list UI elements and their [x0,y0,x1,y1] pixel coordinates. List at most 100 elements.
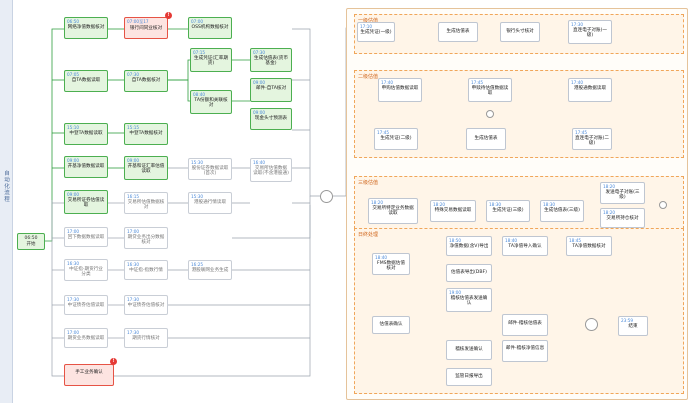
task-node[interactable]: 09:00 现金头寸预测表 [250,108,292,130]
task-time: 17:45 [575,130,588,135]
task-node[interactable]: 银行头寸核对 [500,22,540,42]
task-name: 交易所特定业务数据读取 [372,206,414,217]
task-time: 18:30 [543,202,556,207]
task-time: 18:30 [489,202,502,207]
task-time: 16:25 [191,262,204,267]
task-node[interactable]: 17:45 直连电子对账(二级) [572,128,612,150]
task-node[interactable]: 17:10 生成凭证(一级) [357,22,395,42]
end-node[interactable]: 23:59 结束 [618,316,648,336]
task-node[interactable]: 18:50 净值数据(含V)导出 [446,236,492,256]
task-time: 09:00 [253,110,266,115]
task-node[interactable]: 15:10 中登TA数据读取 [64,123,108,145]
task-node[interactable]: 17:40 港股通数据读取 [568,78,612,102]
task-name: 银行头寸核对 [506,29,534,34]
task-time: 07:30 [253,50,266,55]
task-node[interactable]: 09:00 开基净值数据读取 [64,156,108,178]
task-node[interactable]: 监管日报导出 [446,368,492,386]
task-name: 交易所证券估值读取 [67,198,105,209]
task-name: 生成凭证(一级) [360,30,392,35]
task-time: 17:40 [381,80,394,85]
task-name: 回下数据数据读取 [67,235,105,240]
task-node[interactable]: 09:00 邮件-自TA核对 [250,78,292,102]
task-node[interactable]: 生成估值表 [466,128,506,150]
task-node[interactable]: 16:15 交易所估值数据核对 [124,192,168,214]
task-node[interactable]: 18:40 FMS数据估值核对 [372,253,410,275]
task-time: 15:30 [191,160,204,165]
task-node[interactable]: 07:30 生成估值表(货币基金) [250,48,292,72]
task-node[interactable]: 15:15 中登TA数据核对 [124,123,168,145]
task-node[interactable]: 07:00 OSS机构数据核对 [188,17,232,39]
task-time: 09:00 [67,158,80,163]
task-node[interactable]: 06:50 网络净值数据核对 [64,17,108,39]
task-node[interactable]: 17:00 期货业务数据读取 [64,328,108,348]
task-node[interactable]: 17:00 期贷业务出分数据核对 [124,227,168,249]
task-node[interactable]: 17:30 中证债券估值读取 [64,295,108,315]
task-name: 发送电子对账(三级) [605,190,640,201]
merge-gateway [486,110,494,118]
task-name: 邮件-自TA核对 [255,86,287,91]
task-node[interactable]: 07:15 生成凭证(汇率期货) [190,48,232,72]
task-node[interactable]: 18:40 TA净值导入确认 [502,236,548,256]
task-time: 16:30 [67,261,80,266]
start-node[interactable]: 06:50 开始 [17,233,45,250]
task-time: 18:45 [569,238,582,243]
merge-gateway [585,318,598,331]
task-node[interactable]: 稽核发送确认 [446,340,492,360]
task-node[interactable]: 16:40 交易所估值数据读取(不含港股通) [250,158,292,182]
task-node[interactable]: 18:20 交易所持仓核对 [600,208,645,228]
task-node[interactable]: 08:40 TA份额和关联核对 [190,90,232,114]
task-node[interactable]: 07:00至17 银行间同业核对 [124,17,168,39]
task-name: 生成估值表 [446,29,470,34]
task-node[interactable]: 17:40 申购估值数据读取 [378,78,422,102]
task-node[interactable]: 16:30 中证指-期货行业分类 [64,259,108,281]
task-node[interactable]: 18:20 发送电子对账(三级) [600,182,645,204]
task-node[interactable]: 09:00 交易所证券估值读取 [64,190,108,214]
task-name: 中登TA数据读取 [69,131,103,136]
task-node[interactable]: 生成估值表 [438,22,478,42]
task-node[interactable]: 15:30 港股通行情读取 [188,192,232,214]
task-node[interactable]: 邮件-稽核净值信息 [502,340,548,362]
task-node[interactable]: 17:30 中证债券估值核对 [124,295,168,315]
task-time: 18:40 [505,238,518,243]
task-name: 稽核估值表发送确认 [450,296,488,307]
task-time: 18:50 [449,238,462,243]
task-time: 23:59 [621,318,634,323]
task-node[interactable]: 18:45 TA净值数据核对 [566,236,612,256]
task-name: TA净值导入确认 [508,244,542,249]
task-name: 中登TA数据核对 [129,131,163,136]
task-name: 直连电子对账(一级) [573,28,607,39]
task-node[interactable]: 17:45 生成凭证(二级) [374,128,418,150]
task-node[interactable]: 18:20 交易所特定业务数据读取 [368,198,418,224]
task-node[interactable]: 19:00 稽核估值表发送确认 [446,288,492,312]
task-node[interactable]: 17:00 回下数据数据读取 [64,227,108,247]
task-name: 生成估值表 [474,136,498,141]
task-name: 开基净值数据读取 [67,164,105,169]
task-name: 交易所持仓核对 [606,216,639,221]
task-time: 15:15 [127,125,140,130]
manual-confirm-node[interactable]: 手工业务确认 [64,364,114,386]
task-node[interactable]: 09:00 开基和证汇率估值读取 [124,156,168,180]
task-node[interactable]: 07:30 自TA数据核对 [124,70,168,92]
task-node[interactable]: 17:30 直连电子对账(一级) [568,20,612,44]
task-node[interactable]: 18:30 生成估值表(三级) [540,200,584,222]
task-time: 16:30 [127,262,140,267]
task-node[interactable]: 07:05 自TA数据读取 [64,70,108,92]
task-time: 17:30 [571,22,584,27]
task-node[interactable]: 16:25 港股联网业务生成 [188,260,232,280]
task-time: 07:00 [191,19,204,24]
task-node[interactable]: 18:30 生成凭证(三级) [486,200,530,222]
section-title: 二级估值 [358,74,379,80]
alert-badge: ! [110,358,117,365]
task-node[interactable]: 估值表确认 [372,316,410,334]
task-node[interactable]: 17:30 期货行情核对 [124,328,168,348]
task-name: 估值表确认 [379,322,403,327]
task-node[interactable]: 17:45 申赎待估值数据读取 [468,78,512,102]
task-node[interactable]: 邮件-稽核估值表 [502,314,548,336]
task-node[interactable]: 16:30 中证指-指数行情 [124,260,168,280]
task-node[interactable]: 15:30 股份证券数据读取(首次) [188,158,232,180]
task-time: 17:00 [67,229,80,234]
task-node[interactable]: 估值表导出(DBF) [446,264,492,282]
task-time: 18:20 [433,202,446,207]
task-time: 17:30 [127,297,140,302]
task-node[interactable]: 18:20 特殊交易数据读取 [430,200,476,222]
